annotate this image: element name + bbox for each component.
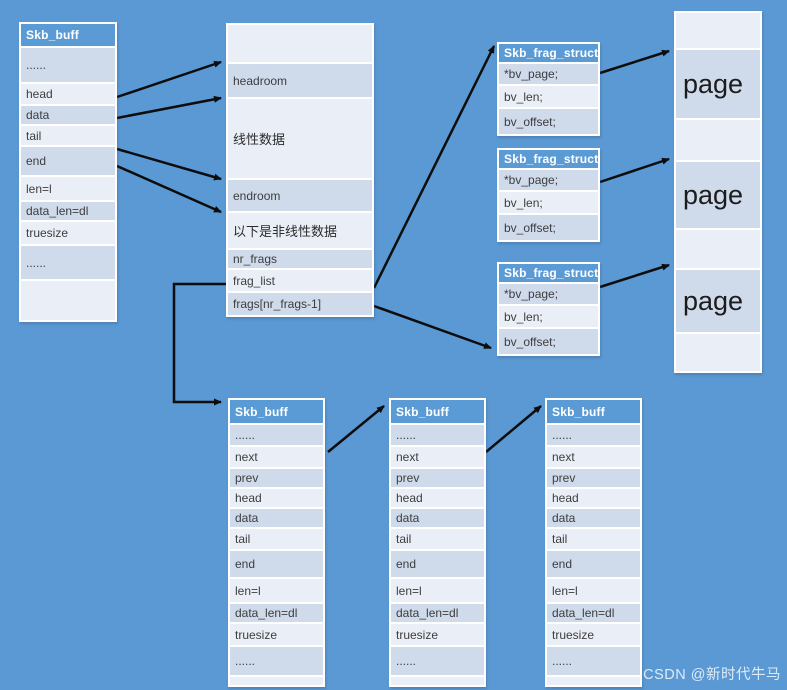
- table-row: data_len=dl: [391, 604, 484, 624]
- table-row: end: [391, 551, 484, 579]
- table-row: bv_offset;: [499, 215, 598, 240]
- table-row: [391, 677, 484, 685]
- table-row: page: [676, 270, 760, 334]
- table-row: endroom: [228, 180, 372, 213]
- table-row: truesize: [391, 624, 484, 647]
- table-row: head: [391, 489, 484, 509]
- table-row: bv_len;: [499, 86, 598, 109]
- table-row: frags[nr_frags-1]: [228, 293, 372, 315]
- arrow-skb1-next-to-skb2: [327, 405, 385, 453]
- table-row: bv_len;: [499, 306, 598, 329]
- arrow-frag1-to-page1: [599, 49, 670, 75]
- table-row: end: [230, 551, 323, 579]
- table-row: end: [21, 147, 115, 177]
- table-row: ......: [547, 425, 640, 447]
- table-row: head: [230, 489, 323, 509]
- arrow-frags-to-frag3: [373, 304, 492, 350]
- table-row: data: [21, 106, 115, 126]
- table-row: truesize: [21, 222, 115, 246]
- table-row: data_len=dl: [230, 604, 323, 624]
- arrow-data-to-linear: [116, 95, 222, 120]
- table-row: data: [230, 509, 323, 529]
- table-header: Skb_buff: [547, 400, 640, 425]
- skb-frag-struct-table-1: Skb_frag_struct*bv_page;bv_len;bv_offset…: [497, 42, 600, 136]
- table-row: tail: [21, 126, 115, 147]
- skb-frag-struct-table-3: Skb_frag_struct*bv_page;bv_len;bv_offset…: [497, 262, 600, 356]
- arrow-frags-to-frag1: [372, 45, 496, 289]
- table-row: bv_len;: [499, 192, 598, 215]
- table-header: Skb_buff: [230, 400, 323, 425]
- table-row: [676, 13, 760, 50]
- table-row: frag_list: [228, 270, 372, 293]
- table-row: end: [547, 551, 640, 579]
- table-row: *bv_page;: [499, 284, 598, 306]
- arrow-head-to-headroom: [116, 60, 222, 99]
- pages-table: page page page: [674, 11, 762, 373]
- arrow-frag2-to-page2: [599, 157, 670, 184]
- table-row: len=l: [21, 177, 115, 202]
- table-row: [21, 281, 115, 320]
- table-row: data_len=dl: [547, 604, 640, 624]
- table-row: truesize: [547, 624, 640, 647]
- table-header: Skb_buff: [391, 400, 484, 425]
- table-row: 以下是非线性数据: [228, 213, 372, 250]
- table-header: Skb_frag_struct: [499, 44, 598, 64]
- table-row: head: [547, 489, 640, 509]
- table-row: nr_frags: [228, 250, 372, 270]
- table-row: len=l: [547, 579, 640, 604]
- table-row: len=l: [230, 579, 323, 604]
- table-row: headroom: [228, 64, 372, 99]
- table-row: [676, 120, 760, 162]
- arrow-frag3-to-page3: [599, 263, 670, 289]
- table-row: [676, 230, 760, 270]
- table-row: prev: [547, 469, 640, 489]
- table-row: [228, 25, 372, 64]
- arrow-end-to-endroom: [116, 164, 222, 214]
- table-header: Skb_frag_struct: [499, 264, 598, 284]
- table-row: *bv_page;: [499, 64, 598, 86]
- table-row: head: [21, 84, 115, 106]
- table-row: ......: [391, 647, 484, 677]
- table-row: ......: [21, 246, 115, 281]
- table-row: next: [230, 447, 323, 469]
- table-row: bv_offset;: [499, 109, 598, 134]
- table-row: ......: [230, 425, 323, 447]
- table-row: ......: [21, 48, 115, 84]
- arrow-fraglist-to-skb1: [172, 282, 226, 406]
- table-row: data: [391, 509, 484, 529]
- table-row: tail: [230, 529, 323, 551]
- table-header: Skb_buff: [21, 24, 115, 48]
- table-header: Skb_frag_struct: [499, 150, 598, 170]
- arrow-skb2-next-to-skb3: [485, 405, 542, 453]
- table-row: bv_offset;: [499, 329, 598, 354]
- table-row: [547, 677, 640, 685]
- table-row: ......: [391, 425, 484, 447]
- table-row: page: [676, 50, 760, 120]
- table-row: tail: [391, 529, 484, 551]
- table-row: prev: [230, 469, 323, 489]
- skb-frag-struct-table-2: Skb_frag_struct*bv_page;bv_len;bv_offset…: [497, 148, 600, 242]
- table-row: len=l: [391, 579, 484, 604]
- watermark: CSDN @新时代牛马: [643, 667, 781, 683]
- table-row: [230, 677, 323, 685]
- table-row: ......: [230, 647, 323, 677]
- table-row: data_len=dl: [21, 202, 115, 222]
- table-row: tail: [547, 529, 640, 551]
- table-row: truesize: [230, 624, 323, 647]
- arrow-tail-to-endroom: [116, 147, 222, 181]
- table-row: data: [547, 509, 640, 529]
- table-row: 线性数据: [228, 99, 372, 180]
- table-row: page: [676, 162, 760, 230]
- table-row: *bv_page;: [499, 170, 598, 192]
- table-row: next: [547, 447, 640, 469]
- table-row: [676, 334, 760, 371]
- table-row: prev: [391, 469, 484, 489]
- table-row: ......: [547, 647, 640, 677]
- table-row: next: [391, 447, 484, 469]
